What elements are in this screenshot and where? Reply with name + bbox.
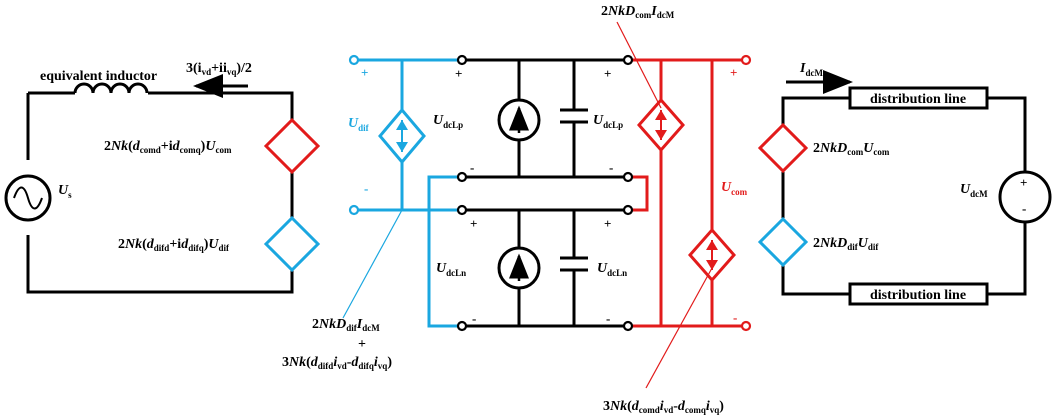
left-loop-wire (26, 91, 294, 294)
diamond-source-icon (263, 117, 321, 175)
left-com-dependent-source (263, 117, 321, 175)
right-dif-source-label: 2NkDdifUdif (813, 236, 879, 252)
udcm-plus: + (1020, 175, 1027, 190)
sign-minus-bl: - (472, 311, 476, 326)
top-annotation: 2NkDcomIdcM (601, 4, 675, 20)
blue-dif-wires (357, 58, 460, 328)
udif-minus: - (364, 181, 368, 196)
diamond-source-icon (757, 122, 809, 174)
top-annotation-leader (616, 21, 662, 109)
current-source-bottom-icon (497, 246, 541, 290)
ucom-plus: + (730, 65, 737, 80)
right-current-label: IdcM (799, 61, 823, 78)
sine-wave-icon (13, 186, 43, 210)
terminal-red-bottom (740, 320, 752, 332)
left-dif-source-label: 2Nk(ddifd+iddifq)Udif (118, 237, 230, 253)
right-com-source-label: 2NkDcomUcom (813, 141, 890, 157)
right-com-dependent-source (757, 122, 809, 174)
sign-plus-br: + (604, 216, 611, 231)
terminal-black-bl (456, 320, 468, 332)
udif-plus: + (361, 65, 368, 80)
left-annotation-leader (342, 209, 403, 319)
sign-minus-ml: - (470, 160, 474, 175)
left-current-label: 3(ivd+iivq)/2 (186, 61, 252, 77)
ucom-dependent-source-top (637, 97, 685, 153)
terminal-black-tr (622, 54, 634, 66)
udif-dependent-source (378, 107, 426, 165)
inductor-icon (73, 82, 149, 94)
left-dif-dependent-source (263, 215, 321, 273)
inductor-label: equivalent inductor (40, 69, 157, 84)
terminal-black-ml1 (456, 171, 468, 183)
ac-source-icon (4, 174, 52, 222)
left-annotation-line1: 2NkDdifIdcM (312, 317, 380, 333)
dc-voltage-source-icon (998, 170, 1052, 224)
terminal-black-ml2 (456, 204, 468, 216)
sign-plus-bl: + (470, 216, 477, 231)
udcm-label: UdcM (960, 182, 988, 199)
terminal-blue-top (348, 54, 360, 66)
current-source-top-icon (497, 98, 541, 142)
terminal-red-top (740, 54, 752, 66)
terminal-black-mr2 (622, 204, 634, 216)
udif-label: Udif (348, 116, 370, 133)
terminal-black-tl (456, 54, 468, 66)
diamond-source-icon (757, 216, 809, 268)
right-dif-dependent-source (757, 216, 809, 268)
left-com-source-label: 2Nk(dcomd+idcomq)Ucom (104, 139, 232, 155)
udclp-right-label: UdcLp (593, 113, 623, 130)
left-ac-circuit (4, 82, 294, 294)
distribution-line-top-label: distribution line (870, 92, 966, 107)
distribution-line-bottom-label: distribution line (870, 288, 966, 303)
sign-minus-br: - (606, 311, 610, 326)
sign-plus-tl: + (455, 66, 462, 81)
converter-black-wires (463, 58, 626, 328)
bottom-annotation-leader (645, 267, 713, 389)
bottom-annotation: 3Nk(dcomdivd-dcomqivq) (603, 399, 724, 415)
red-com-wires (631, 58, 744, 328)
left-annotation-line2: 3Nk(ddifdivd-ddifqivq) (282, 355, 392, 371)
ucom-minus: - (733, 310, 737, 325)
udcln-left-label: UdcLn (436, 261, 466, 278)
diamond-source-icon (263, 215, 321, 273)
sign-minus-mr: - (609, 160, 613, 175)
udclp-left-label: UdcLp (433, 113, 463, 130)
left-annotation-plus: + (358, 337, 366, 352)
terminal-blue-mid (348, 204, 360, 216)
udcm-minus: - (1022, 201, 1026, 216)
distribution-line-bottom-box (848, 282, 989, 306)
sign-plus-tr: + (604, 66, 611, 81)
right-dc-circuit (781, 86, 1052, 306)
source-label: Us (58, 183, 72, 200)
terminals (348, 54, 752, 332)
terminal-black-mr1 (622, 171, 634, 183)
ucom-label: Ucom (721, 180, 748, 197)
terminal-black-br (622, 320, 634, 332)
udcln-right-label: UdcLn (597, 261, 627, 278)
ucom-dependent-source-bottom (688, 227, 736, 283)
distribution-line-top-box (848, 86, 989, 110)
